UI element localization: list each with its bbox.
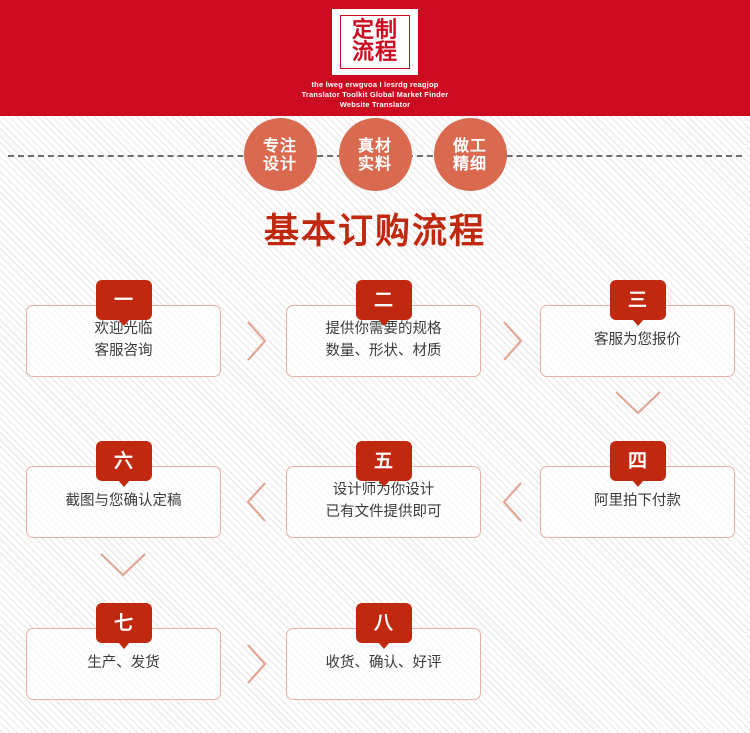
flow-step-7-line-1: 生产、发货 bbox=[87, 655, 160, 672]
brand-logo-line-2: 流程 bbox=[351, 40, 398, 65]
page-title: 基本订购流程 bbox=[263, 212, 486, 252]
feature-badge-craft: 做工 精细 bbox=[433, 118, 507, 191]
feature-badge-design: 专注 设计 bbox=[243, 118, 317, 191]
flow-step-5: 五 设计师为你设计 已有文件提供即可 bbox=[286, 441, 481, 538]
header-subtitle-line-2: Translator Toolkit Global Market Finder bbox=[301, 90, 449, 99]
flow-step-3: 三 客服为您报价 bbox=[540, 280, 735, 377]
chevron-left-icon bbox=[244, 479, 270, 525]
chevron-down-icon bbox=[97, 550, 149, 580]
flow-step-6: 六 截图与您确认定稿 bbox=[26, 441, 221, 538]
flow-step-8-line-1: 收货、确认、好评 bbox=[325, 655, 442, 672]
feature-badge-design-line-1: 专注 bbox=[262, 135, 297, 155]
chevron-right-icon bbox=[244, 641, 270, 687]
flow-step-2-line-1: 提供你需要的规格 bbox=[325, 321, 442, 338]
flow-step-1-number: 一 bbox=[95, 280, 152, 320]
feature-badge-design-line-2: 设计 bbox=[262, 153, 297, 173]
flow-step-7-number: 七 bbox=[95, 603, 152, 643]
feature-badge-material-line-1: 真材 bbox=[357, 135, 392, 155]
flow-step-5-line-2: 已有文件提供即可 bbox=[325, 504, 442, 520]
brand-logo: 定制 流程 bbox=[332, 9, 418, 75]
header-subtitle-line-1: the lweg erwgvoa I lesrdg reagjop bbox=[311, 80, 439, 89]
feature-badges: 专注 设计 真材 实料 做工 精细 bbox=[0, 118, 750, 194]
flow-step-1-line-2: 客服咨询 bbox=[94, 343, 153, 359]
header-subtitle: the lweg erwgvoa I lesrdg reagjop Transl… bbox=[0, 80, 750, 110]
chevron-down-icon bbox=[612, 388, 664, 418]
brand-logo-line-1: 定制 bbox=[351, 18, 398, 43]
flow-step-3-line-1: 客服为您报价 bbox=[594, 332, 681, 349]
flow-step-7: 七 生产、发货 bbox=[26, 603, 221, 700]
chevron-right-icon bbox=[500, 318, 526, 364]
flow-step-8: 八 收货、确认、好评 bbox=[286, 603, 481, 700]
flow-step-2: 二 提供你需要的规格 数量、形状、材质 bbox=[286, 280, 481, 377]
flow-step-6-number: 六 bbox=[95, 441, 152, 481]
flow-step-4: 四 阿里拍下付款 bbox=[540, 441, 735, 538]
flow-step-6-line-1: 截图与您确认定稿 bbox=[65, 493, 182, 510]
flow-step-2-number: 二 bbox=[355, 280, 412, 320]
feature-badge-material-line-2: 实料 bbox=[357, 153, 392, 173]
flow-step-4-number: 四 bbox=[609, 441, 666, 481]
chevron-right-icon bbox=[244, 318, 270, 364]
feature-badge-craft-line-2: 精细 bbox=[452, 153, 487, 173]
chevron-left-icon bbox=[500, 479, 526, 525]
feature-badge-craft-line-1: 做工 bbox=[452, 135, 487, 155]
brand-logo-inner: 定制 流程 bbox=[340, 15, 410, 69]
flow-step-4-line-1: 阿里拍下付款 bbox=[594, 493, 681, 510]
flow-step-1-line-1: 欢迎光临 bbox=[94, 321, 153, 338]
flow-step-3-number: 三 bbox=[609, 280, 666, 320]
flow-step-5-line-1: 设计师为你设计 bbox=[332, 482, 435, 499]
flow-step-1: 一 欢迎光临 客服咨询 bbox=[26, 280, 221, 377]
flow-step-8-number: 八 bbox=[355, 603, 412, 643]
page-header: 定制 流程 the lweg erwgvoa I lesrdg reagjop … bbox=[0, 0, 750, 116]
flow-step-2-line-2: 数量、形状、材质 bbox=[325, 343, 442, 359]
flow-step-5-number: 五 bbox=[355, 441, 412, 481]
feature-badge-material: 真材 实料 bbox=[338, 118, 412, 191]
header-subtitle-line-3: Website Translator bbox=[339, 100, 411, 109]
